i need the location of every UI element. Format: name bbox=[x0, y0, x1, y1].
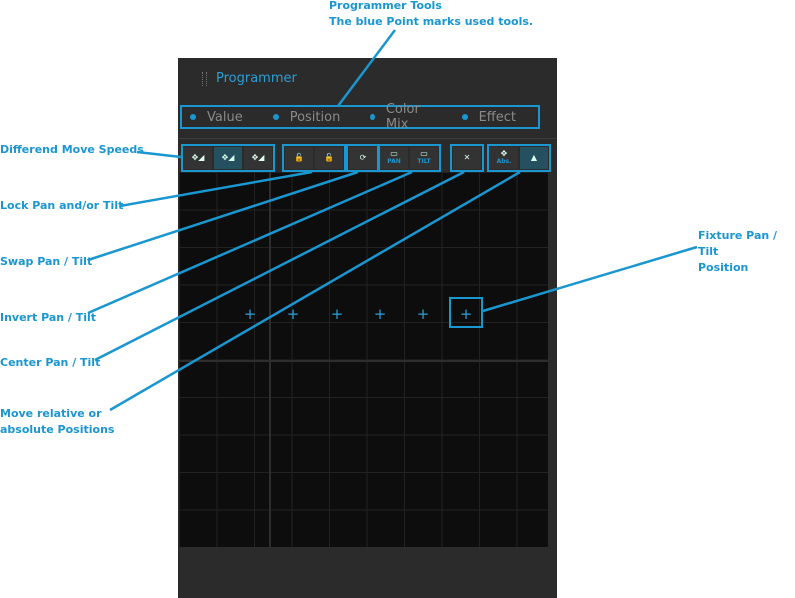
relative-mode-button[interactable]: ▲ bbox=[520, 147, 548, 169]
tab-effect[interactable]: Effect bbox=[461, 109, 516, 125]
fixture-marker[interactable]: + bbox=[330, 305, 344, 323]
lock-tilt-button[interactable]: 🔓 bbox=[315, 147, 343, 169]
used-dot-icon bbox=[370, 114, 375, 120]
grid-axis bbox=[179, 360, 548, 362]
fixture-marker[interactable]: + bbox=[373, 305, 387, 323]
fixture-marker[interactable]: + bbox=[286, 305, 300, 323]
speed-slow-button[interactable]: ✥◢ bbox=[184, 147, 212, 169]
annotation-invert: Invert Pan / Tilt bbox=[0, 311, 97, 324]
invert-group: ▭PAN ▭TILT bbox=[377, 144, 441, 172]
pan-label: PAN bbox=[387, 158, 401, 165]
used-dot-icon bbox=[272, 114, 279, 120]
invert-pan-button[interactable]: ▭PAN bbox=[380, 147, 408, 169]
swap-group: ⟳ bbox=[346, 144, 380, 172]
swap-pan-tilt-button[interactable]: ⟳ bbox=[349, 147, 377, 169]
annotation-move-speeds: Differend Move Speeds bbox=[0, 143, 144, 156]
absolute-mode-button[interactable]: ✥Abs. bbox=[490, 147, 518, 169]
lock-pan-button[interactable]: 🔓 bbox=[285, 147, 313, 169]
used-dot-icon bbox=[190, 114, 196, 120]
tab-label: Effect bbox=[478, 109, 516, 125]
speed-group: ✥◢ ✥◢ ✥◢ bbox=[181, 144, 275, 172]
tilt-label: TILT bbox=[417, 158, 431, 165]
tab-label: Value bbox=[207, 109, 243, 125]
tab-value[interactable]: Value bbox=[190, 110, 243, 125]
speed-medium-button[interactable]: ✥◢ bbox=[214, 147, 242, 169]
fixture-highlight bbox=[449, 297, 483, 328]
divider bbox=[178, 138, 557, 139]
fixture-marker[interactable]: + bbox=[243, 305, 257, 323]
fixture-marker[interactable]: + bbox=[459, 305, 473, 323]
abs-rel-group: ✥Abs. ▲ bbox=[487, 144, 551, 172]
invert-tilt-button[interactable]: ▭TILT bbox=[410, 147, 438, 169]
tab-label: Color Mix bbox=[385, 102, 420, 132]
tab-label: Position bbox=[289, 109, 341, 125]
used-dot-icon bbox=[461, 114, 468, 120]
center-pan-tilt-button[interactable]: ✕ bbox=[453, 147, 481, 169]
programmer-panel: Programmer Value Position Color Mix Effe… bbox=[178, 58, 557, 598]
center-group: ✕ bbox=[450, 144, 484, 172]
tab-color-mix[interactable]: Color Mix bbox=[370, 102, 431, 132]
drag-handle-icon[interactable] bbox=[202, 72, 207, 86]
speed-fast-button[interactable]: ✥◢ bbox=[244, 147, 272, 169]
annotation-swap: Swap Pan / Tilt bbox=[0, 255, 93, 268]
fixture-marker[interactable]: + bbox=[416, 305, 430, 323]
tab-position[interactable]: Position bbox=[272, 109, 341, 125]
abs-label: Abs. bbox=[496, 158, 512, 165]
annotation-lock: Lock Pan and/or Tilt bbox=[0, 199, 124, 212]
annotation-center: Center Pan / Tilt bbox=[0, 356, 101, 369]
position-grid[interactable]: + + + + + + bbox=[179, 172, 548, 547]
panel-title: Programmer bbox=[216, 71, 297, 86]
grid-axis bbox=[269, 172, 271, 547]
tab-bar: Value Position Color Mix Effect bbox=[180, 102, 540, 132]
lock-group: 🔓 🔓 bbox=[282, 144, 346, 172]
